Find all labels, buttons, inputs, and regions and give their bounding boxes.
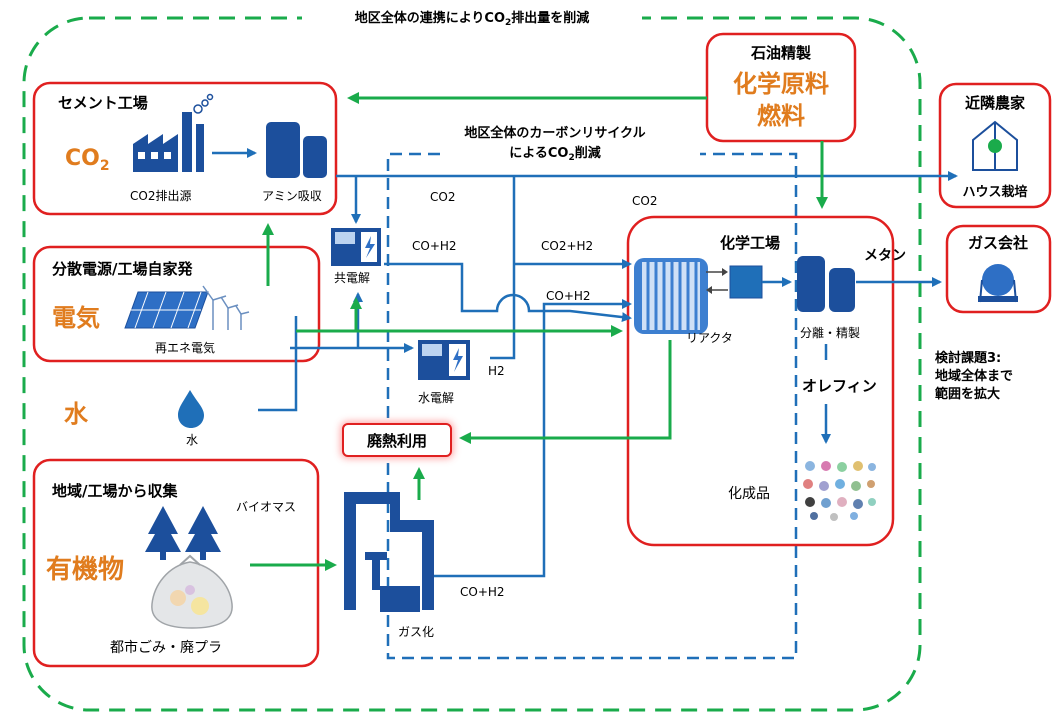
task-line-3: 範囲を拡大: [935, 386, 1000, 402]
recycle-boundary: [386, 152, 798, 660]
greenhouse-icon: [972, 120, 1018, 171]
oil-line-1: 化学原料: [733, 70, 829, 98]
gas-tank-icon: [978, 264, 1018, 303]
flow-co2-b: CO2: [632, 194, 657, 208]
chemical-products-icon: [800, 458, 878, 521]
renewable-label: 再エネ電気: [155, 340, 215, 355]
flow-co2h2: CO2+H2: [541, 239, 593, 253]
gasifier-output: [434, 299, 632, 578]
water-electrolysis-icon: [418, 340, 470, 380]
flow-co2-a: CO2: [430, 190, 455, 204]
organic-big-label: 有機物: [46, 555, 124, 585]
gasifier-icon: [344, 492, 434, 612]
co-electrolysis-label: 共電解: [334, 271, 370, 285]
wind-turbine-icon: [202, 285, 250, 330]
oil-title: 石油精製: [750, 44, 811, 62]
amine-label: アミン吸収: [262, 189, 322, 203]
flow-coh2-c: CO+H2: [460, 585, 505, 599]
water-drop-icon: [178, 390, 204, 428]
power-title: 分散電源/工場自家発: [52, 260, 193, 278]
amine-tank-icon: [266, 122, 327, 178]
cement-plant-box: [32, 81, 338, 216]
co2-branch-h2: [490, 176, 516, 360]
reactor-icon: [634, 258, 708, 334]
cement-title: セメント工場: [58, 94, 148, 112]
electricity-big-label: 電気: [52, 304, 100, 332]
flow-coh2-a: CO+H2: [412, 239, 457, 253]
garbage-bag-icon: [151, 554, 233, 629]
exchange-arrows-icon: [706, 268, 728, 294]
task-line-2: 地域全体まで: [935, 368, 1013, 384]
chem-title: 化学工場: [720, 234, 780, 252]
biomass-label: バイオマス: [236, 500, 296, 514]
gas-company-box: [945, 224, 1052, 314]
chemical-plant-box: [626, 215, 895, 547]
gasification-label: ガス化: [398, 625, 434, 639]
oil-line-2: 燃料: [757, 102, 805, 130]
tree-icon: [145, 506, 221, 560]
water-big-label: 水: [64, 400, 89, 428]
waste-heat-label: 廃熱利用: [367, 432, 427, 450]
separation-label: 分離・精製: [800, 326, 860, 340]
reactor-label: リアクタ: [686, 331, 733, 345]
factory-icon: [133, 93, 214, 172]
waste-heat-box: [342, 423, 452, 457]
separation-tank-icon: [797, 256, 855, 312]
flow-methane: メタン: [864, 248, 906, 264]
farm-title: 近隣農家: [965, 94, 1025, 112]
coelectrolysis-output: [384, 262, 632, 323]
reactor-heat-arrow: [459, 340, 672, 444]
region-boundary: [22, 16, 922, 712]
task-line-1: 検討課題3:: [935, 350, 1001, 366]
organic-title: 地域/工場から収集: [52, 482, 178, 500]
banner-title: 地区全体の連携によりCO2排出量を削減: [355, 10, 590, 28]
water-electrolysis-label: 水電解: [418, 391, 454, 405]
co2-source-label: CO2排出源: [130, 189, 191, 203]
gas-title: ガス会社: [968, 234, 1028, 252]
farm-box: [938, 82, 1052, 209]
co-electrolysis-icon: [331, 228, 381, 266]
water-line: [258, 316, 298, 412]
catalyst-block: [729, 265, 763, 299]
power-box: [32, 245, 321, 363]
flow-h2: H2: [488, 364, 505, 378]
oil-refinery-box: [705, 32, 857, 143]
water-label: 水: [186, 433, 198, 447]
olefin-label: オレフィン: [802, 377, 877, 395]
flow-coh2-b: CO+H2: [546, 289, 591, 303]
farm-label: ハウス栽培: [962, 184, 1027, 200]
recycle-title-1: 地区全体のカーボンリサイクル: [464, 125, 645, 141]
organic-box: [32, 458, 320, 668]
banner-bg: [302, 6, 642, 28]
recycle-title-2: によるCO2削減: [509, 145, 600, 163]
waste-label: 都市ごみ・廃プラ: [110, 639, 222, 656]
co2-big-label: CO2: [65, 146, 110, 174]
solar-panel-icon: [124, 291, 209, 329]
products-label: 化成品: [728, 486, 770, 502]
